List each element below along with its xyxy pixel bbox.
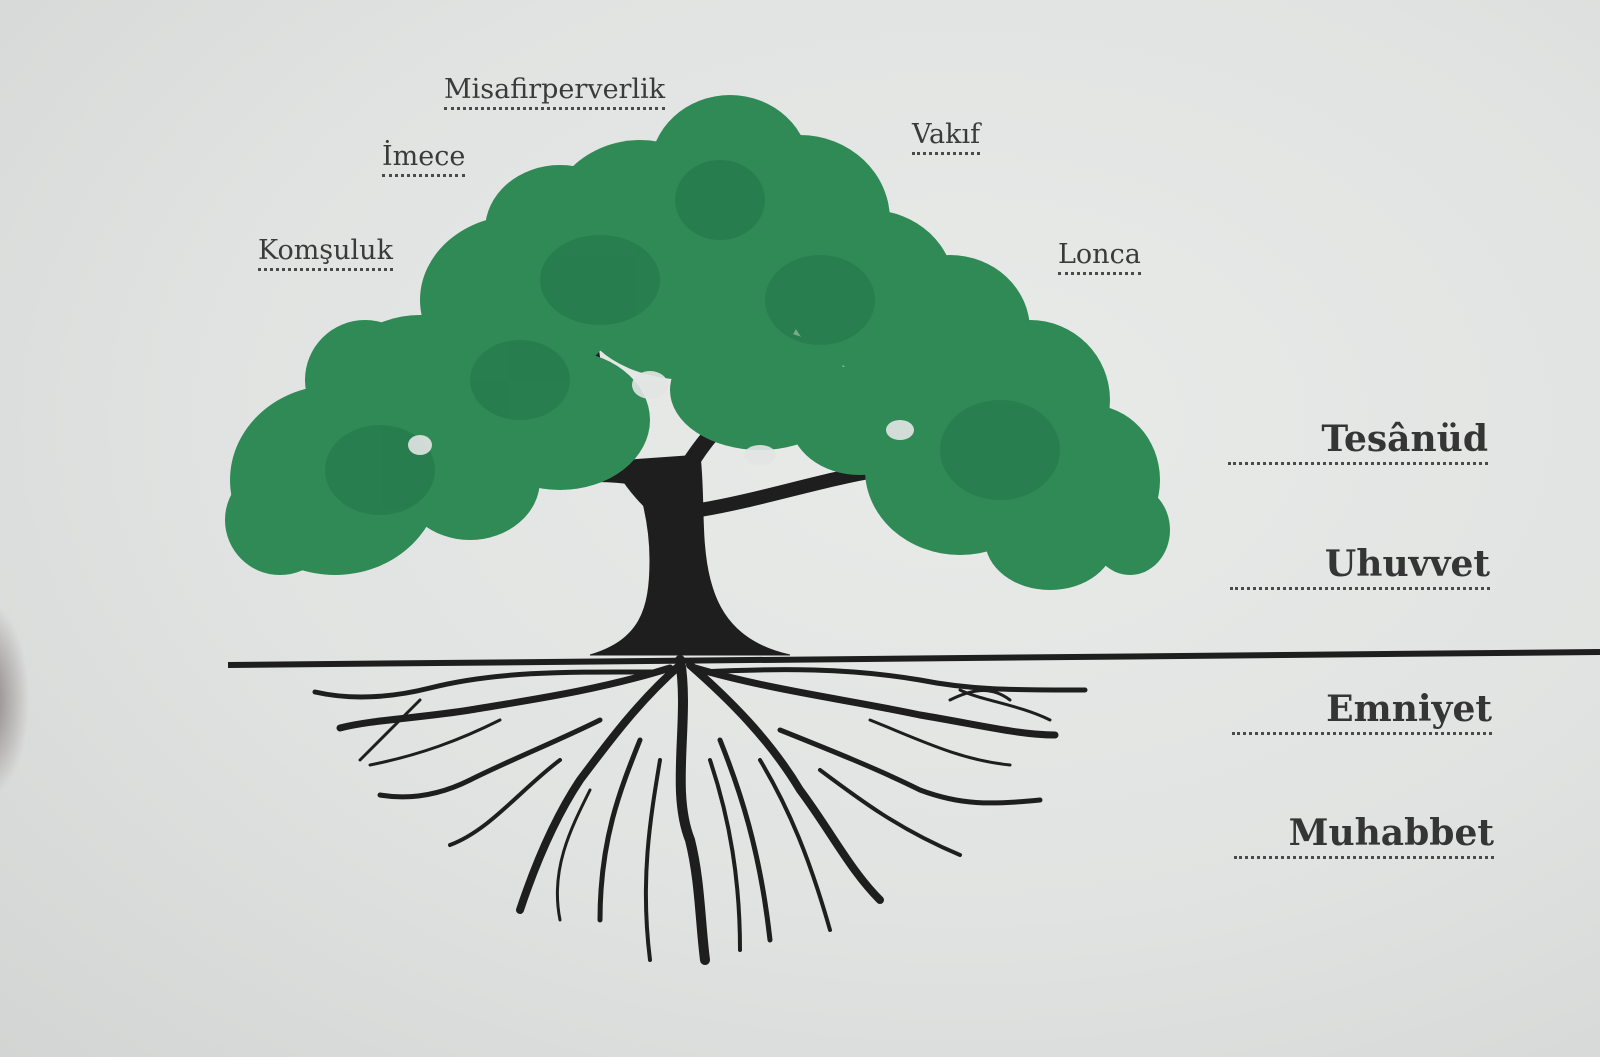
root [948, 689, 1012, 702]
root [312, 669, 663, 700]
root [777, 727, 1043, 806]
root [717, 737, 773, 943]
root [686, 661, 884, 904]
root [691, 664, 1059, 739]
label-uhuvvet: Uhuvvet [1230, 544, 1490, 590]
root [448, 758, 562, 847]
root [758, 758, 832, 932]
roots [312, 655, 1088, 965]
label-komsuluk: Komşuluk [258, 236, 393, 271]
label-vakif: Vakıf [912, 120, 981, 155]
label-misafirperverlik: Misafirperverlik [444, 75, 666, 110]
ground-line [227, 649, 1600, 668]
root [958, 688, 1052, 722]
root [358, 698, 422, 762]
trunk-front [600, 478, 785, 655]
root [597, 737, 643, 923]
root [697, 667, 1088, 693]
root [516, 661, 684, 914]
label-lonca: Lonca [1058, 240, 1141, 275]
root [818, 768, 962, 857]
label-tesanud: Tesânüd [1228, 419, 1488, 465]
root [336, 664, 674, 732]
root [368, 718, 502, 767]
root [708, 758, 742, 952]
foliage-shade [325, 160, 1060, 515]
canopy-gaps [408, 371, 914, 465]
root [643, 758, 662, 962]
root-main [675, 655, 710, 965]
root [377, 717, 603, 800]
root [868, 718, 1012, 767]
label-imece: İmece [382, 142, 466, 177]
label-muhabbet: Muhabbet [1234, 813, 1494, 859]
label-emniyet: Emniyet [1232, 689, 1492, 735]
root [555, 788, 592, 922]
